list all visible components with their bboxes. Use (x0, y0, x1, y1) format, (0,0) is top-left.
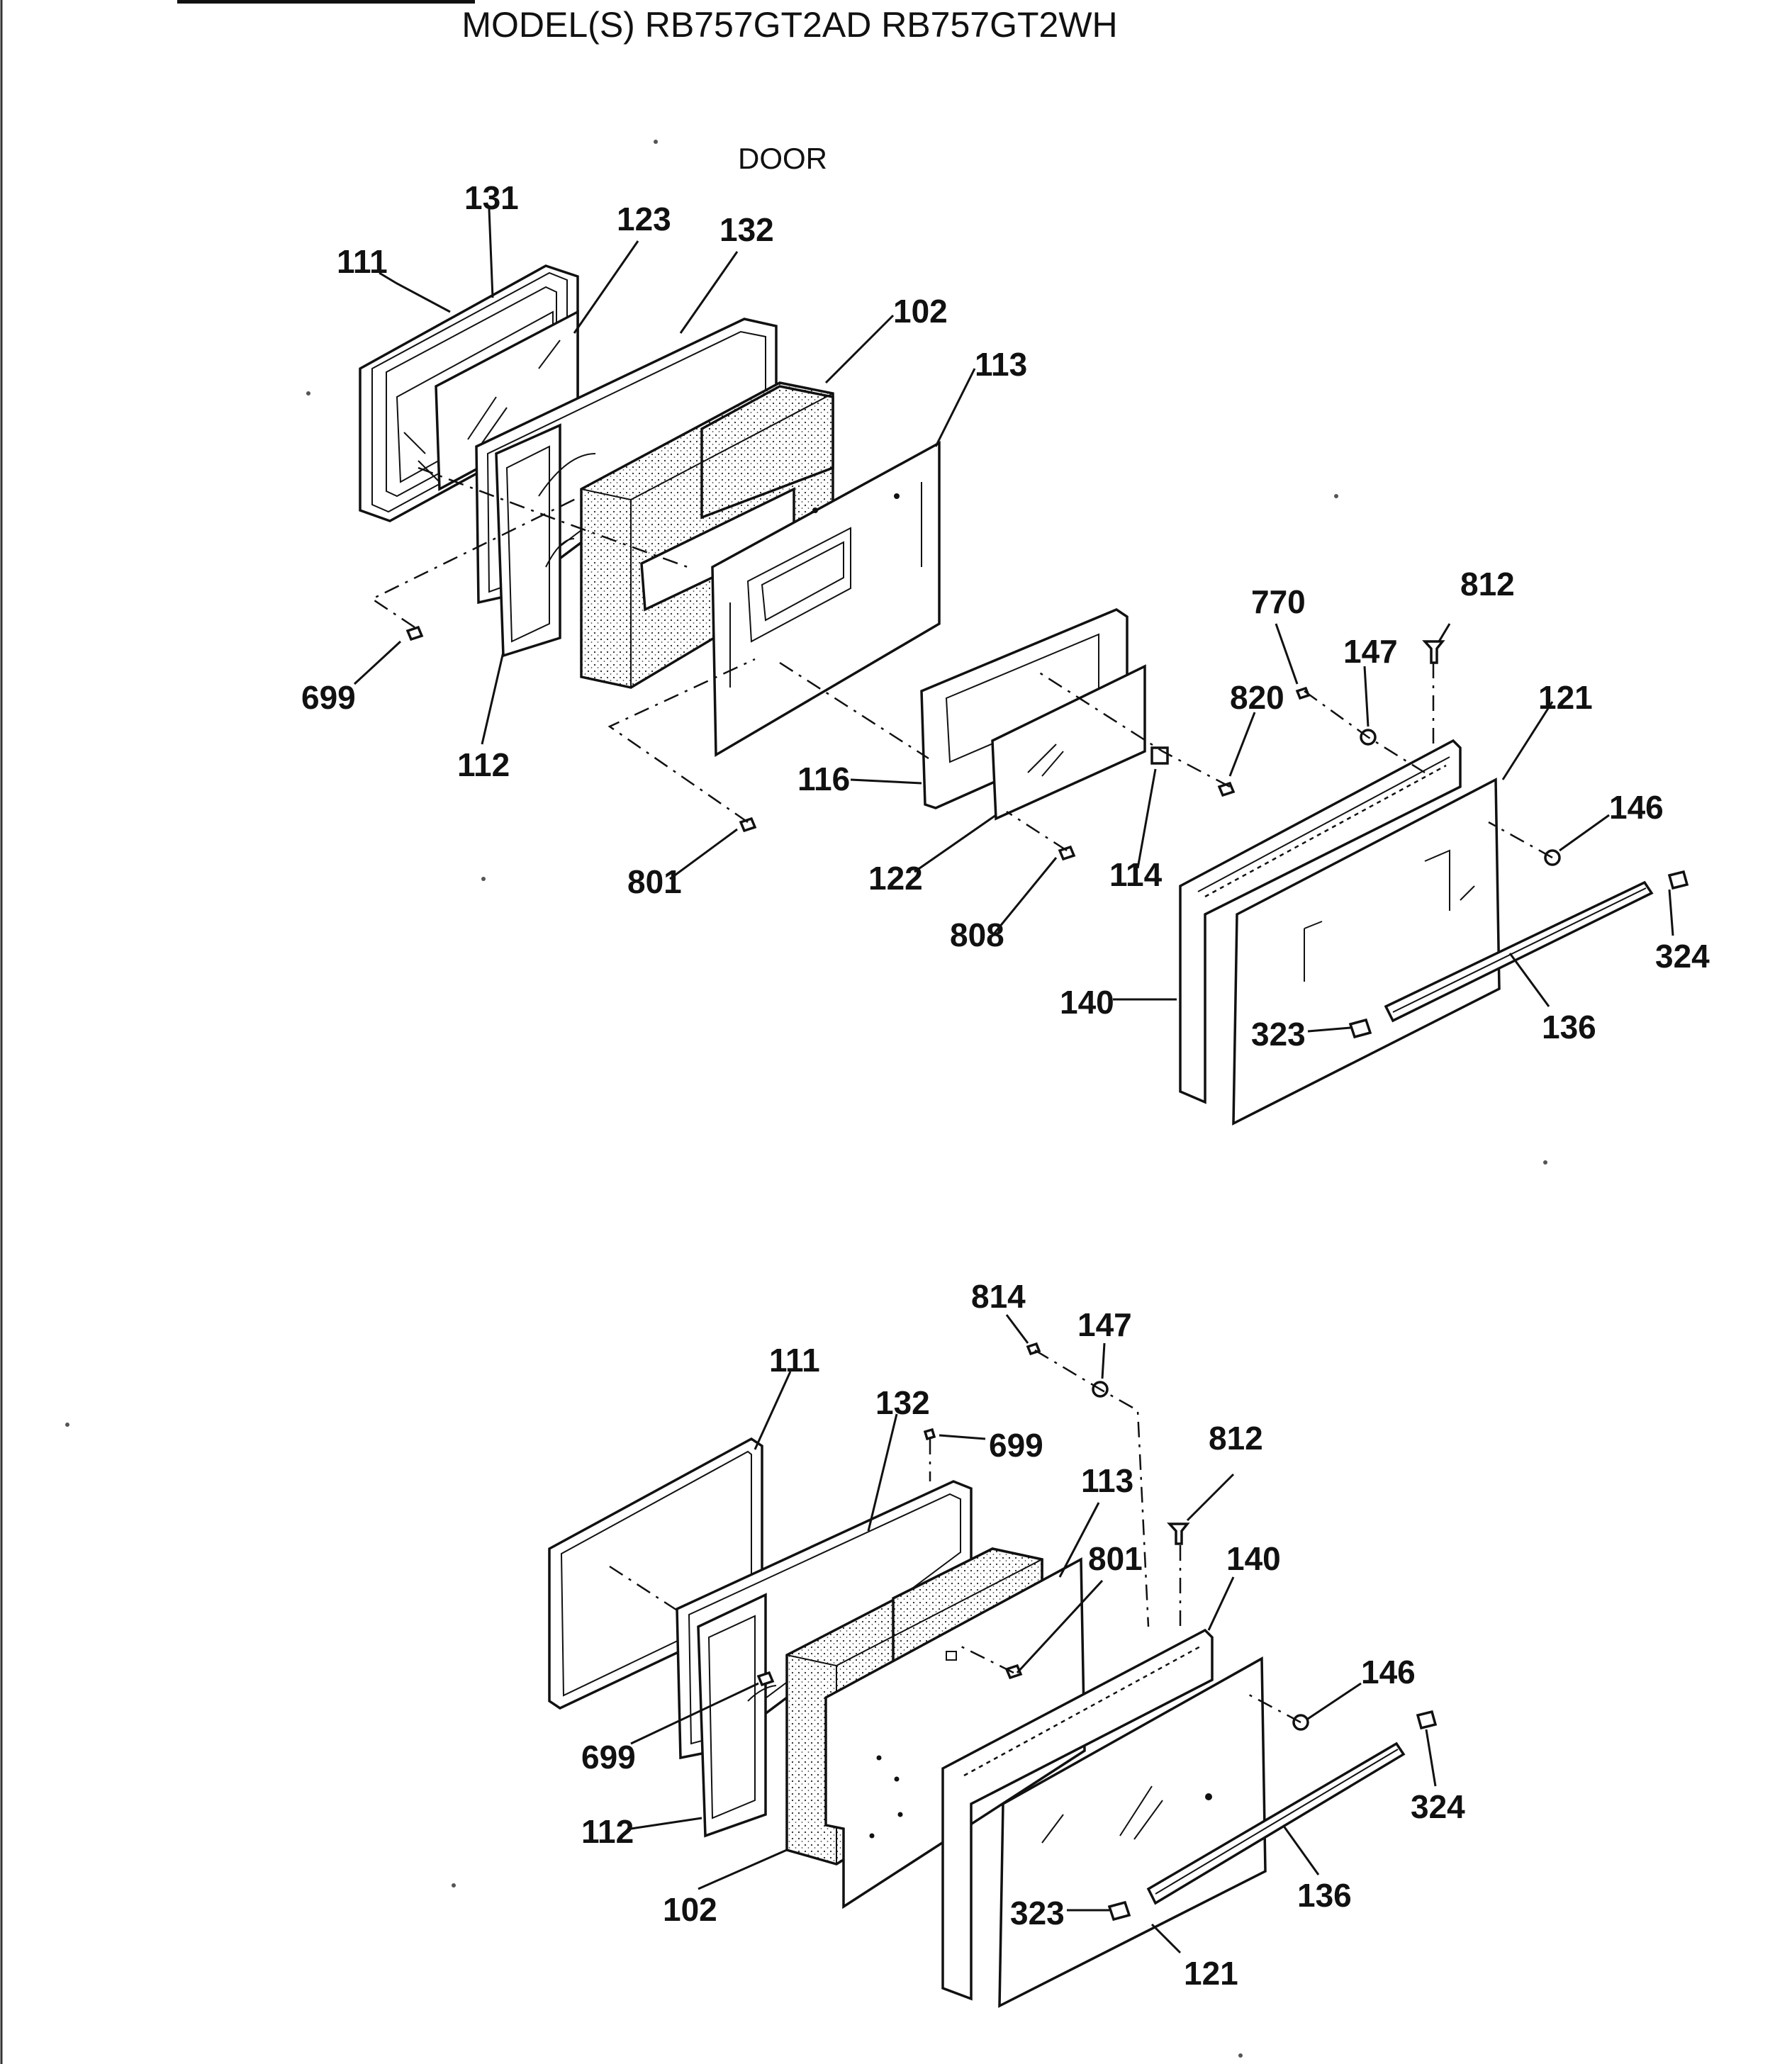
callout-699: 699 (989, 1427, 1043, 1464)
part-122-window-glass (991, 664, 1146, 821)
callout-147: 147 (1077, 1306, 1132, 1343)
callout-146: 146 (1361, 1654, 1416, 1690)
part-132-inner-frame (475, 318, 778, 658)
part-121-outer-glass (1232, 778, 1501, 1126)
callouts-lower: 814 147 111 132 699 812 113 801 140 146 … (581, 1278, 1465, 1992)
callout-814: 814 (971, 1278, 1026, 1315)
part-132-inner-frame-lower (676, 1480, 973, 1838)
callout-323: 323 (1251, 1016, 1306, 1053)
part-121-outer-glass-lower (998, 1656, 1267, 2008)
callout-131: 131 (464, 179, 519, 216)
assembly-lines-lower (609, 1349, 1301, 1724)
callout-132: 132 (875, 1384, 930, 1421)
callout-111: 111 (337, 243, 388, 280)
door-assembly-upper: 131 123 132 111 102 113 699 112 801 116 … (301, 179, 1710, 1126)
callout-324: 324 (1411, 1788, 1465, 1825)
callout-812: 812 (1460, 566, 1515, 602)
callout-136: 136 (1297, 1877, 1352, 1914)
callout-111: 111 (769, 1342, 820, 1379)
callout-801: 801 (1088, 1540, 1143, 1577)
door-assembly-lower: 814 147 111 132 699 812 113 801 140 146 … (548, 1278, 1465, 2008)
callout-102: 102 (663, 1891, 717, 1928)
callout-323: 323 (1010, 1895, 1065, 1931)
callout-801: 801 (627, 863, 682, 900)
callout-812: 812 (1209, 1420, 1263, 1457)
callout-324: 324 (1655, 938, 1710, 975)
callout-770: 770 (1251, 583, 1306, 620)
callout-121: 121 (1538, 679, 1593, 716)
callout-113: 113 (1081, 1462, 1133, 1499)
section-title: DOOR (738, 142, 827, 175)
part-136-handle-lower (1146, 1742, 1406, 1905)
callout-102: 102 (893, 293, 948, 330)
callout-116: 116 (797, 761, 850, 797)
part-113-inner-panel-lower (824, 1557, 1086, 1909)
callout-132: 132 (719, 211, 774, 248)
callouts-upper: 131 123 132 111 102 113 699 112 801 116 … (301, 179, 1710, 1053)
scan-specks (65, 140, 1547, 2058)
callout-147: 147 (1343, 633, 1398, 670)
callout-140: 140 (1226, 1540, 1281, 1577)
callout-122: 122 (868, 860, 923, 897)
callout-123: 123 (617, 201, 671, 237)
part-113-inner-panel (711, 441, 941, 758)
model-title: MODEL(S) RB757GT2AD RB757GT2WH (461, 5, 1118, 45)
callout-113: 113 (975, 346, 1027, 383)
callout-808: 808 (950, 916, 1004, 953)
hardware-upper (405, 625, 1689, 1039)
callout-121: 121 (1184, 1955, 1238, 1992)
callout-140: 140 (1060, 984, 1114, 1021)
callout-112: 112 (581, 1813, 634, 1850)
part-140-door-frame (1179, 739, 1462, 1104)
part-140-door-frame-lower (941, 1628, 1214, 2001)
callout-146: 146 (1609, 789, 1664, 826)
callout-699-lower: 699 (581, 1739, 636, 1776)
callout-136: 136 (1542, 1009, 1596, 1045)
leader-lines-upper (353, 208, 1674, 1033)
callout-112: 112 (457, 746, 510, 783)
part-136-handle (1384, 880, 1654, 1023)
callout-820: 820 (1230, 679, 1284, 716)
leader-lines-lower (630, 1314, 1437, 1954)
callout-114: 114 (1109, 856, 1163, 893)
assembly-lines-upper (370, 466, 1553, 859)
callout-699: 699 (301, 679, 356, 716)
